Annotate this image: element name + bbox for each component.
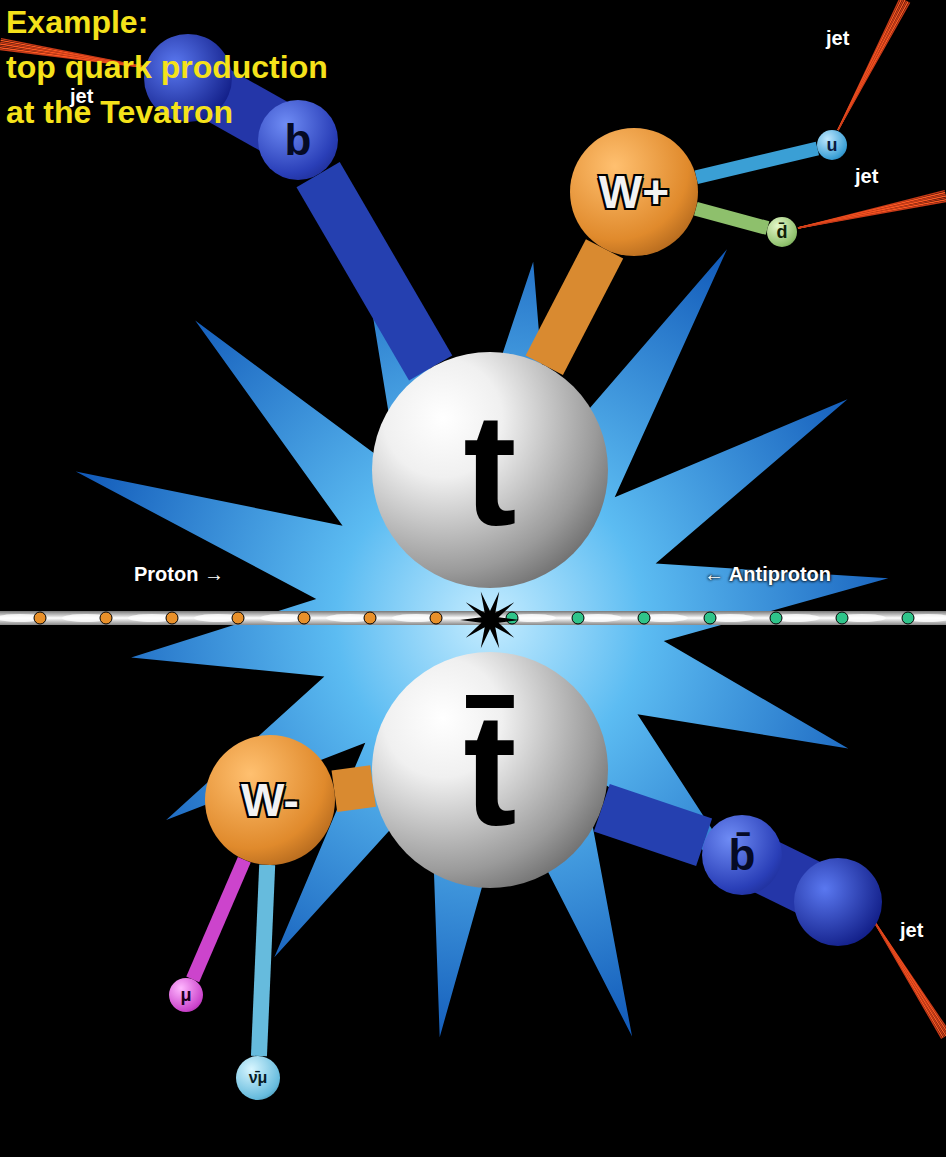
antiproton-particle [704, 612, 716, 624]
beam-label: ← Antiproton [704, 562, 831, 586]
particle-symbol: t [463, 390, 516, 550]
starburst [76, 241, 888, 1037]
w-boson-ball: W+ [570, 128, 698, 256]
jet-spray [798, 192, 945, 228]
particle-symbol: μ [180, 986, 191, 1004]
proton-particle [298, 612, 310, 624]
proton-particle [430, 612, 442, 624]
antiquark-ball: d̄ [767, 217, 797, 247]
jet-spray [798, 194, 946, 228]
beam-label: Proton → [134, 562, 224, 586]
neutrino-ball: ν̄μ [236, 1056, 280, 1100]
jet-spray [798, 191, 945, 228]
particle-symbol: b̄ [729, 833, 756, 877]
proton-particle [166, 612, 178, 624]
decay-link [544, 249, 604, 365]
jet-label: jet [900, 918, 923, 942]
particle-symbol: d̄ [777, 223, 788, 241]
decay-link [602, 808, 704, 843]
antiproton-particle [770, 612, 782, 624]
antitop-quark-sphere: t̄ [372, 652, 608, 888]
decay-link [259, 865, 267, 1056]
muon-ball: μ [169, 978, 203, 1012]
particle-symbol: W+ [599, 169, 669, 215]
antiproton-particle [836, 612, 848, 624]
jet-spray [798, 200, 946, 228]
antiproton-particle [572, 612, 584, 624]
jet-label: jet [826, 26, 849, 50]
w-boson-ball: W- [205, 735, 335, 865]
particle-symbol: t̄ [463, 690, 516, 850]
antiproton-particle [506, 612, 518, 624]
jet-spray [798, 198, 946, 228]
decay-link [696, 148, 817, 177]
beam-pipe [0, 611, 946, 625]
proton-particle [232, 612, 244, 624]
particle-symbol: u [827, 136, 838, 154]
jet-label: jet [70, 84, 93, 108]
b-hadron-ball [794, 858, 882, 946]
jet-spray [872, 918, 943, 1038]
decay-link [696, 209, 768, 228]
proton-particle [100, 612, 112, 624]
decay-link [334, 786, 373, 791]
antiproton-particle [902, 612, 914, 624]
jet-label: jet [855, 164, 878, 188]
bottom-quark-ball: b [258, 100, 338, 180]
antiproton-particle [638, 612, 650, 624]
decay-link [193, 860, 245, 980]
jet-spray [838, 2, 910, 130]
collision-point [460, 591, 520, 648]
particle-symbol: b [285, 118, 312, 162]
particle-symbol: W- [241, 777, 299, 823]
antibottom-quark-ball: b̄ [702, 815, 782, 895]
slide-title: Example: top quark production at the Tev… [6, 0, 328, 135]
jet-spray [798, 201, 946, 228]
proton-particle [364, 612, 376, 624]
top-quark-sphere: t [372, 352, 608, 588]
quark-ball: u [817, 130, 847, 160]
jet-spray [872, 918, 942, 1039]
decay-link [318, 175, 431, 368]
proton-particle [34, 612, 46, 624]
jet-spray [798, 196, 946, 228]
particle-symbol: ν̄μ [249, 1070, 268, 1086]
